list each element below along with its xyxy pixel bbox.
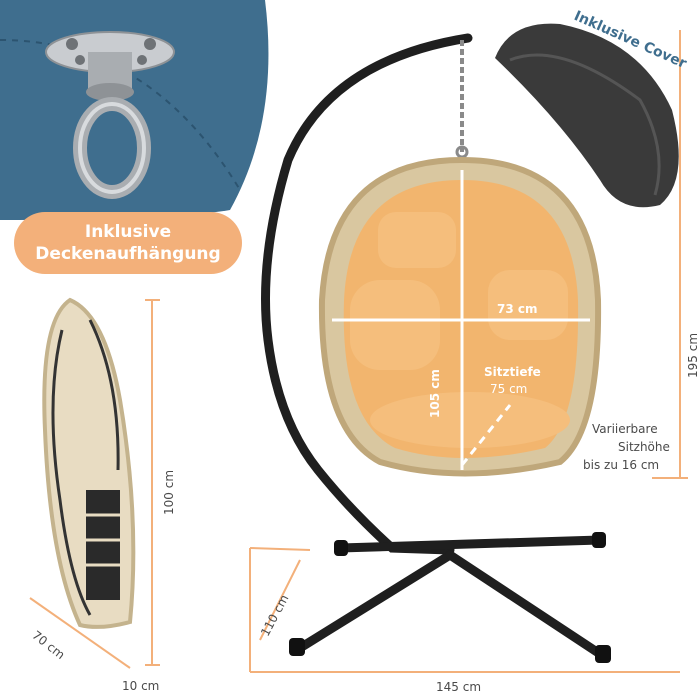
folded-height-label: 100 cm <box>162 469 176 515</box>
adjustable-line1: Variierbare <box>592 422 658 436</box>
folded-chair <box>42 297 136 629</box>
folded-depth-label: 10 cm <box>122 679 160 693</box>
seat-depth-value: 75 cm <box>490 382 528 396</box>
ceiling-hanger-badge-line1: Inklusive <box>84 222 172 242</box>
egg-chair <box>318 156 602 477</box>
seat-depth-title: Sitztiefe <box>484 365 541 379</box>
cover-icon <box>495 23 679 208</box>
adjustable-line2: Sitzhöhe <box>618 440 670 454</box>
stand-frame <box>261 33 611 663</box>
seat-height-label: 105 cm <box>428 369 442 418</box>
ceiling-hanger-badge-line2: Deckenaufhängung <box>35 244 221 264</box>
total-height-label: 195 cm <box>686 332 700 378</box>
ceiling-hook-icon <box>45 31 175 199</box>
dimension-lines <box>29 30 688 673</box>
seat-width-label: 73 cm <box>497 302 538 316</box>
adjustable-line3: bis zu 16 cm <box>583 458 660 472</box>
base-width-label: 145 cm <box>436 680 482 694</box>
ceiling-hanger-badge: Inklusive Deckenaufhängung <box>14 212 242 274</box>
